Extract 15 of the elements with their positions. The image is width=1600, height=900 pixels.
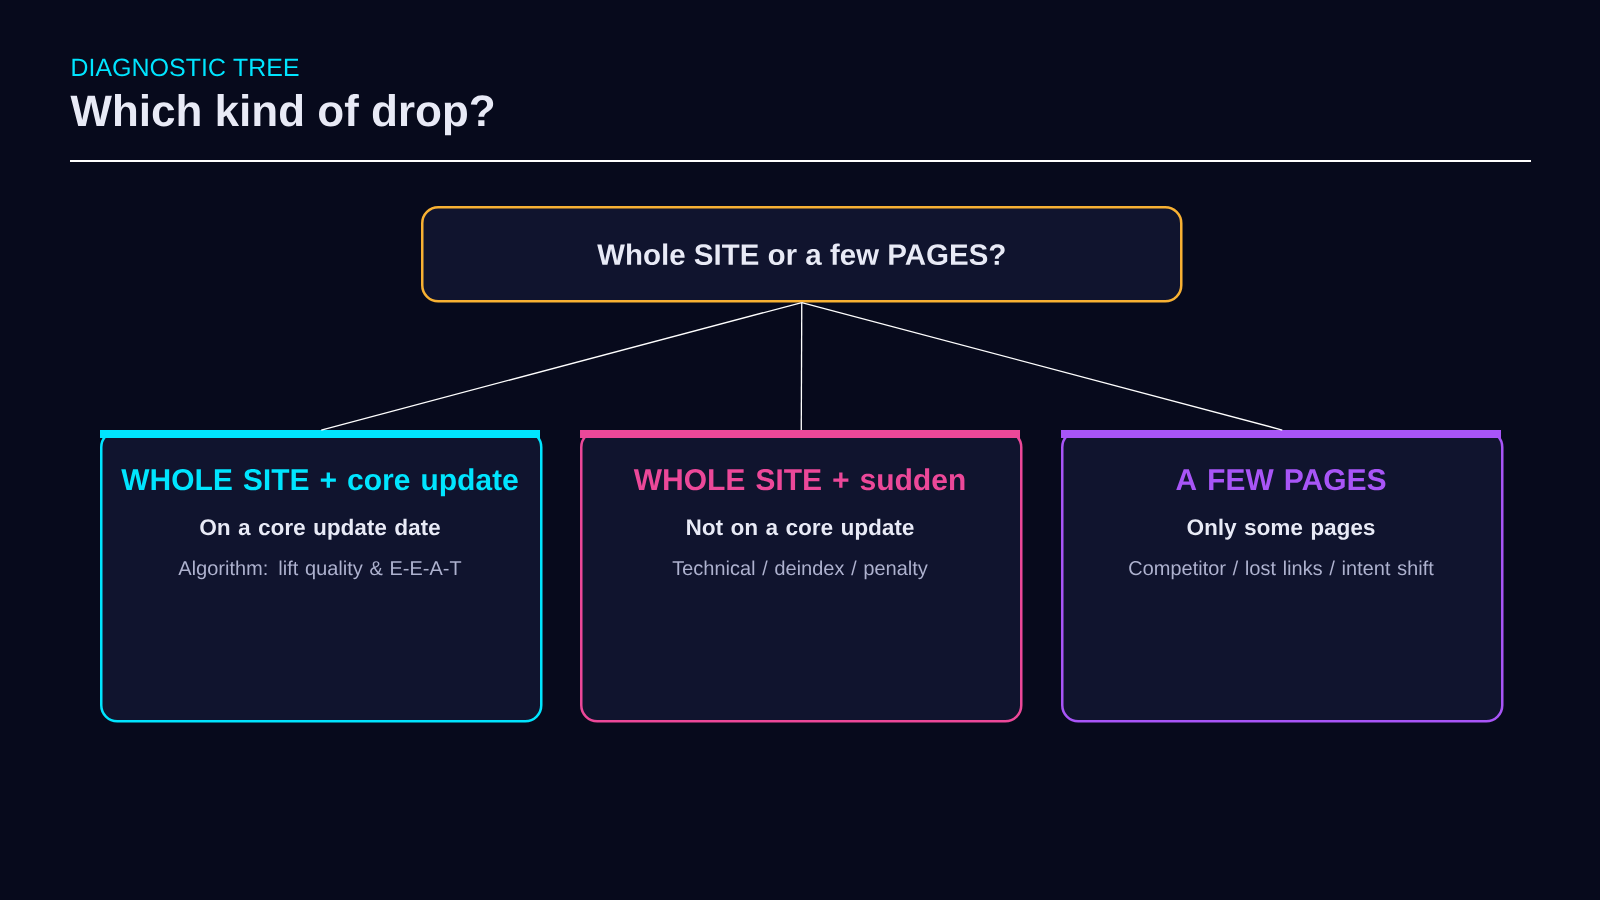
card-subtitle: Not on a core update <box>687 518 914 540</box>
kicker-text: DIAGNOSTIC TREE <box>72 58 299 77</box>
connector-line <box>320 301 803 431</box>
card-heading: WHOLE SITE + core update <box>121 468 518 497</box>
title: Which kind of drop? <box>70 94 494 136</box>
connector-line <box>800 301 803 431</box>
card-heading: A FEW PAGES <box>1176 469 1386 491</box>
card-text: Competitor / lost links / intent shift <box>1129 560 1434 580</box>
card-text: Technical / deindex / penalty <box>672 560 928 580</box>
card-heading: WHOLE SITE + sudden <box>633 468 965 491</box>
connector-line <box>801 301 1283 431</box>
card-text: Algorithm: lift quality & E-E-A-T <box>178 560 462 580</box>
card-subtitle: On a core update date <box>200 518 440 540</box>
question-box: Whole SITE or a few PAGES? <box>421 206 1183 303</box>
card-subtitle: Only some pages <box>1187 518 1375 540</box>
